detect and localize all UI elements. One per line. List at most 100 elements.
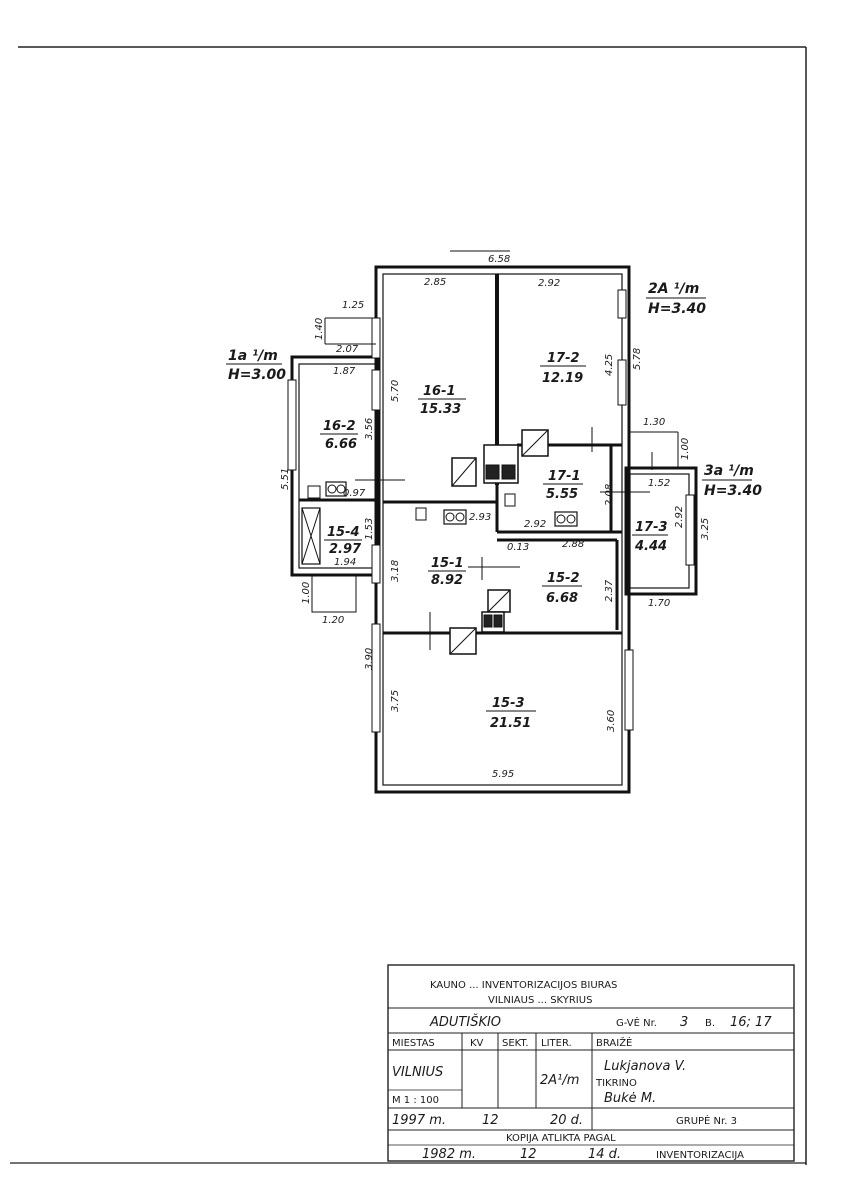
dim-label: 1.94 xyxy=(334,557,356,568)
org-name: KAUNO ... INVENTORIZACIJOS BIURAS xyxy=(430,980,617,991)
apt-label: B. xyxy=(705,1018,715,1029)
copy-year: 1982 m. xyxy=(422,1147,476,1162)
dim-label: 1.52 xyxy=(648,478,670,489)
room-id: 17-3 xyxy=(635,520,668,535)
room-area: 12.19 xyxy=(542,371,583,386)
room-15-1: 15-1 8.92 xyxy=(428,556,466,588)
unit-3a-height: H=3.40 xyxy=(704,483,762,499)
col-city: MIESTAS xyxy=(392,1038,435,1049)
room-15-2: 15-2 6.68 xyxy=(542,571,582,606)
date-month: 12 xyxy=(482,1113,499,1128)
dim-label: 1.00 xyxy=(680,438,691,460)
col-sekt: SEKT. xyxy=(502,1038,529,1049)
room-area: 6.68 xyxy=(546,591,578,606)
floor-handwritten: ADUTIŠKIO xyxy=(429,1014,501,1030)
scale-value: M 1 : 100 xyxy=(392,1095,439,1106)
room-area: 8.92 xyxy=(431,573,463,588)
copy-day: 14 d. xyxy=(588,1147,621,1162)
dimension-labels: 6.58 2.85 2.92 1.25 1.40 2.07 1.87 5.70 … xyxy=(280,254,711,780)
dim-label: 0.97 xyxy=(343,488,366,499)
col-bldg: LITER. xyxy=(541,1038,572,1049)
dim-label: 2.08 xyxy=(604,484,615,506)
dim-label: 1.40 xyxy=(314,318,325,340)
room-id: 17-2 xyxy=(547,351,580,366)
city-value: VILNIUS xyxy=(392,1065,443,1080)
dim-label: 5.51 xyxy=(280,468,291,490)
unit-2a-height: H=3.40 xyxy=(648,301,706,317)
unit-3a-name: 3a ¹/m xyxy=(704,463,754,479)
room-id: 15-1 xyxy=(431,556,464,571)
unit-1a-height: H=3.00 xyxy=(228,367,286,383)
room-15-4: 15-4 2.97 xyxy=(324,525,362,557)
room-15-3: 15-3 21.51 xyxy=(486,696,536,731)
dim-label: 1.53 xyxy=(364,518,375,540)
group-no: GRUPĖ Nr. 3 xyxy=(676,1114,737,1127)
room-id: 17-1 xyxy=(548,469,581,484)
dim-label: 5.95 xyxy=(492,769,514,780)
dim-label: 2.92 xyxy=(538,278,560,289)
unit-label-3a: 3a ¹/m H=3.40 xyxy=(702,463,762,499)
dim-label: 1.30 xyxy=(643,417,665,428)
dim-label: 0.13 xyxy=(507,542,529,553)
dim-label: 1.20 xyxy=(322,615,344,626)
room-id: 15-3 xyxy=(492,696,525,711)
dim-label: 1.70 xyxy=(648,598,670,609)
dim-label: 1.00 xyxy=(301,582,312,604)
floor-plan xyxy=(287,250,698,794)
col-drawn: BRAIŽĖ xyxy=(596,1036,632,1049)
dim-label: 5.78 xyxy=(632,348,643,370)
building-value: 2A¹/m xyxy=(540,1073,579,1088)
dim-label: 3.60 xyxy=(606,710,617,732)
unit-label-2a: 2A ¹/m H=3.40 xyxy=(646,281,706,317)
dim-label: 5.70 xyxy=(390,380,401,402)
unit-label-1a: 1a ¹/m H=3.00 xyxy=(226,348,286,383)
dept-name: VILNIAUS ... SKYRIUS xyxy=(488,995,592,1006)
date-year: 1997 m. xyxy=(392,1113,446,1128)
street-no-label: G-VĖ Nr. xyxy=(616,1016,657,1029)
date-day: 20 d. xyxy=(550,1113,583,1128)
room-area: 4.44 xyxy=(634,539,667,554)
dim-label: 1.25 xyxy=(342,300,364,311)
street-no: 3 xyxy=(680,1015,688,1030)
checker-signature: Bukė M. xyxy=(604,1091,656,1106)
room-area: 15.33 xyxy=(420,402,461,417)
dim-label: 2.92 xyxy=(674,506,685,528)
room-area: 2.97 xyxy=(329,542,362,557)
dim-label: 2.37 xyxy=(604,579,615,602)
dim-label: 3.75 xyxy=(390,690,401,712)
room-id: 16-2 xyxy=(323,419,356,434)
dim-label: 3.56 xyxy=(364,418,375,440)
room-id: 15-2 xyxy=(547,571,580,586)
right-wing-wall xyxy=(624,466,698,596)
dim-overall-width: 6.58 xyxy=(488,254,510,265)
room-16-1: 16-1 15.33 xyxy=(418,384,466,417)
dim-label: 2.93 xyxy=(469,512,491,523)
dim-label: 2.88 xyxy=(562,539,584,550)
title-block: KAUNO ... INVENTORIZACIJOS BIURAS VILNIA… xyxy=(387,964,795,1162)
room-17-2: 17-2 12.19 xyxy=(540,351,586,386)
main-outer-wall xyxy=(374,265,631,794)
copy-month: 12 xyxy=(520,1147,537,1162)
dim-label: 2.85 xyxy=(424,277,446,288)
apt-no: 16; 17 xyxy=(730,1015,772,1030)
dim-label: 2.92 xyxy=(524,519,546,530)
dim-label: 3.18 xyxy=(390,560,401,582)
col-kv: KV xyxy=(470,1038,484,1049)
dim-label: 2.07 xyxy=(336,344,359,355)
copy-note: KOPIJA ATLIKTA PAGAL xyxy=(506,1133,616,1144)
room-area: 21.51 xyxy=(490,716,531,731)
room-17-1: 17-1 5.55 xyxy=(543,469,583,502)
drafter-signature: Lukjanova V. xyxy=(604,1059,686,1074)
dim-label: 1.87 xyxy=(333,366,356,377)
room-area: 5.55 xyxy=(546,487,578,502)
unit-1a-name: 1a ¹/m xyxy=(228,348,278,364)
room-id: 16-1 xyxy=(423,384,456,399)
room-16-2: 16-2 6.66 xyxy=(320,419,358,452)
room-id: 15-4 xyxy=(327,525,360,540)
room-area: 6.66 xyxy=(325,437,357,452)
dim-label: 4.25 xyxy=(604,354,615,376)
unit-2a-name: 2A ¹/m xyxy=(648,281,699,297)
dim-label: 3.25 xyxy=(700,518,711,540)
dim-label: 3.90 xyxy=(364,648,375,670)
